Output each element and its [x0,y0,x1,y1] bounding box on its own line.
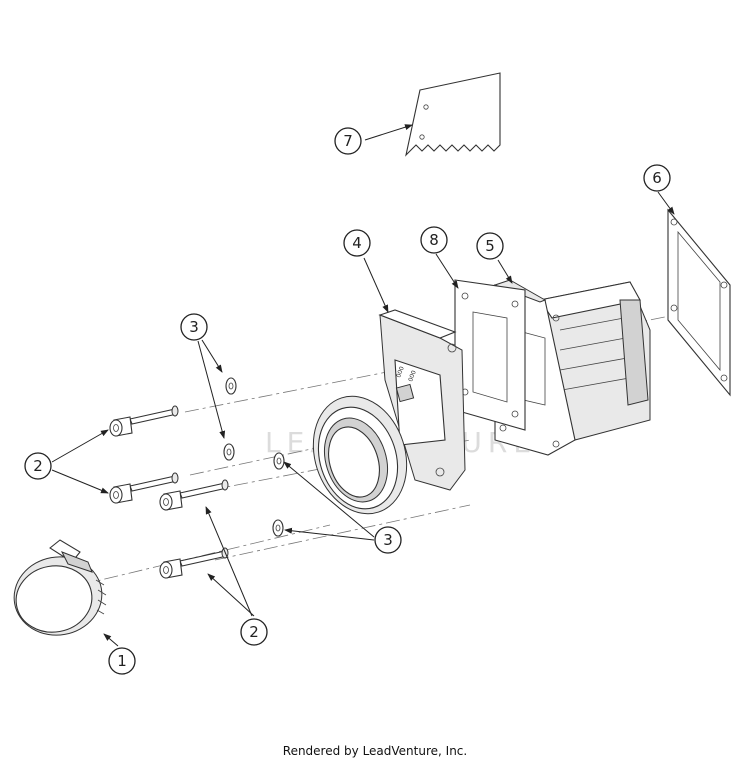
svg-text:6: 6 [652,169,662,187]
leader-lines [51,124,675,647]
callout-2-left[interactable]: 2 [24,452,52,480]
callout-1[interactable]: 1 [108,647,136,675]
gasket-part-8[interactable] [454,279,526,431]
callout-4[interactable]: 4 [343,229,371,257]
washer-part-3-a[interactable] [225,377,237,395]
bolt-part-2-a[interactable] [109,405,179,437]
reed-petal-part-7[interactable] [405,72,501,157]
footer-credit: Rendered by LeadVenture, Inc. [282,744,468,758]
callout-5[interactable]: 5 [476,232,504,260]
svg-text:3: 3 [383,531,393,549]
bolt-part-2-b[interactable] [109,472,179,504]
callout-8[interactable]: 8 [420,226,448,254]
washer-part-3-c[interactable] [273,452,285,470]
bolt-part-2-d[interactable] [159,547,229,579]
callout-6[interactable]: 6 [643,164,671,192]
svg-text:2: 2 [249,623,259,641]
washer-part-3-b[interactable] [223,443,235,461]
svg-text:8: 8 [429,231,439,249]
svg-text:1: 1 [117,652,127,670]
svg-text:4: 4 [352,234,362,252]
svg-text:5: 5 [485,237,495,255]
svg-text:000: 000 [407,369,418,382]
callout-2-bottom[interactable]: 2 [240,618,268,646]
svg-text:3: 3 [189,318,199,336]
washer-part-3-d[interactable] [272,519,284,537]
callout-3-right[interactable]: 3 [374,526,402,554]
svg-text:000: 000 [395,365,406,378]
gasket-part-6[interactable] [667,208,731,397]
intake-manifold-part-4[interactable]: 000 000 [299,309,466,526]
hose-clamp-part-1[interactable] [8,539,108,642]
svg-text:2: 2 [33,457,43,475]
callout-7[interactable]: 7 [334,127,362,155]
bolt-part-2-c[interactable] [159,479,229,511]
callout-3-top[interactable]: 3 [180,313,208,341]
svg-text:7: 7 [343,132,353,150]
